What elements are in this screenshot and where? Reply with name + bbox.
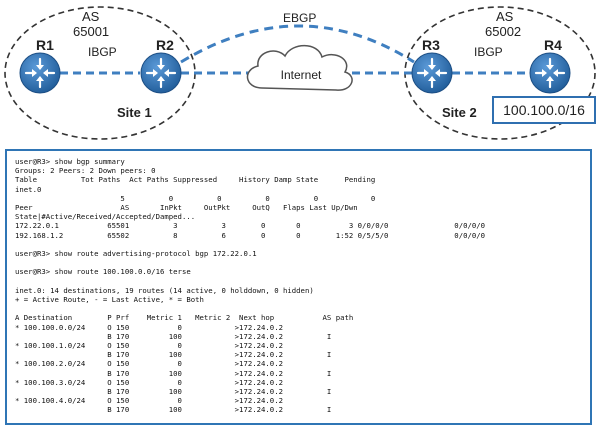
cli-line: B 170 100 >172.24.0.2 I xyxy=(15,331,332,341)
cli-line: + = Active Route, - = Last Active, * = B… xyxy=(15,295,204,305)
router-r4-icon xyxy=(528,51,572,95)
cli-line: Table Tot Paths Act Paths Suppressed His… xyxy=(15,175,376,185)
ebgp-link xyxy=(180,24,415,64)
as-1-label: AS xyxy=(82,9,100,24)
ibgp-label-site1: IBGP xyxy=(88,45,117,59)
cli-line: Groups: 2 Peers: 2 Down peers: 0 xyxy=(15,166,156,176)
cli-output-panel: user@R3> show bgp summary Groups: 2 Peer… xyxy=(5,149,592,425)
cli-line: B 170 100 >172.24.0.2 I xyxy=(15,368,332,378)
cli-line: * 100.100.3.0/24 O 150 0 >172.24.0.2 xyxy=(15,377,283,387)
cli-line: user@R3> show route 100.100.0.0/16 terse xyxy=(15,267,191,277)
cli-line: A Destination P Prf Metric 1 Metric 2 Ne… xyxy=(15,313,354,323)
cli-line: user@R3> show route advertising-protocol… xyxy=(15,249,257,259)
internet-label: Internet xyxy=(281,68,322,82)
router-r2-label: R2 xyxy=(156,37,174,53)
router-r3-icon xyxy=(410,51,454,95)
cli-line: * 100.100.4.0/24 O 150 0 >172.24.0.2 xyxy=(15,396,283,406)
ibgp-label-site2: IBGP xyxy=(474,45,503,59)
cli-line: B 170 100 >172.24.0.2 I xyxy=(15,350,332,360)
cli-output-text: user@R3> show bgp summary Groups: 2 Peer… xyxy=(15,157,582,415)
network-topology-diagram: Internet R1 R2 R3 R4 AS 65001 AS 65002 I… xyxy=(4,6,596,140)
cli-line: 192.168.1.2 65502 8 6 0 0 1:52 0/5/5/0 0… xyxy=(15,230,486,240)
ebgp-label: EBGP xyxy=(283,11,316,25)
router-r2-icon xyxy=(139,51,183,95)
router-r3-label: R3 xyxy=(422,37,440,53)
cli-line: * 100.100.0.0/24 O 150 0 >172.24.0.2 xyxy=(15,322,283,332)
prefix-box xyxy=(492,96,596,124)
internet-cloud-icon xyxy=(246,44,353,91)
router-r4-label: R4 xyxy=(544,37,562,53)
cli-line: B 170 100 >172.24.0.2 I xyxy=(15,387,332,397)
as-1-number: 65001 xyxy=(73,24,109,39)
cli-line: inet.0: 14 destinations, 19 routes (14 a… xyxy=(15,285,314,295)
cli-line: B 170 100 >172.24.0.2 I xyxy=(15,405,332,415)
cli-line: inet.0 xyxy=(15,184,42,194)
router-r1-icon xyxy=(18,51,62,95)
site-1-label: Site 1 xyxy=(117,105,152,120)
cli-line: 5 0 0 0 0 0 xyxy=(15,193,376,203)
cli-line: user@R3> show bgp summary xyxy=(15,157,125,166)
cli-line: State|#Active/Received/Accepted/Damped..… xyxy=(15,212,196,222)
prefix-box-text: 100.100.0/16 xyxy=(503,102,585,118)
as-2-number: 65002 xyxy=(485,24,521,39)
site-2-label: Site 2 xyxy=(442,105,477,120)
cli-line: 172.22.0.1 65501 3 3 0 0 3 0/0/0/0 0/0/0… xyxy=(15,221,486,231)
cli-line: Peer AS InPkt OutPkt OutQ Flaps Last Up/… xyxy=(15,203,358,213)
cli-line: * 100.100.2.0/24 O 150 0 >172.24.0.2 xyxy=(15,359,283,369)
router-r1-label: R1 xyxy=(36,37,54,53)
cli-line: * 100.100.1.0/24 O 150 0 >172.24.0.2 xyxy=(15,341,283,351)
as-2-label: AS xyxy=(496,9,514,24)
